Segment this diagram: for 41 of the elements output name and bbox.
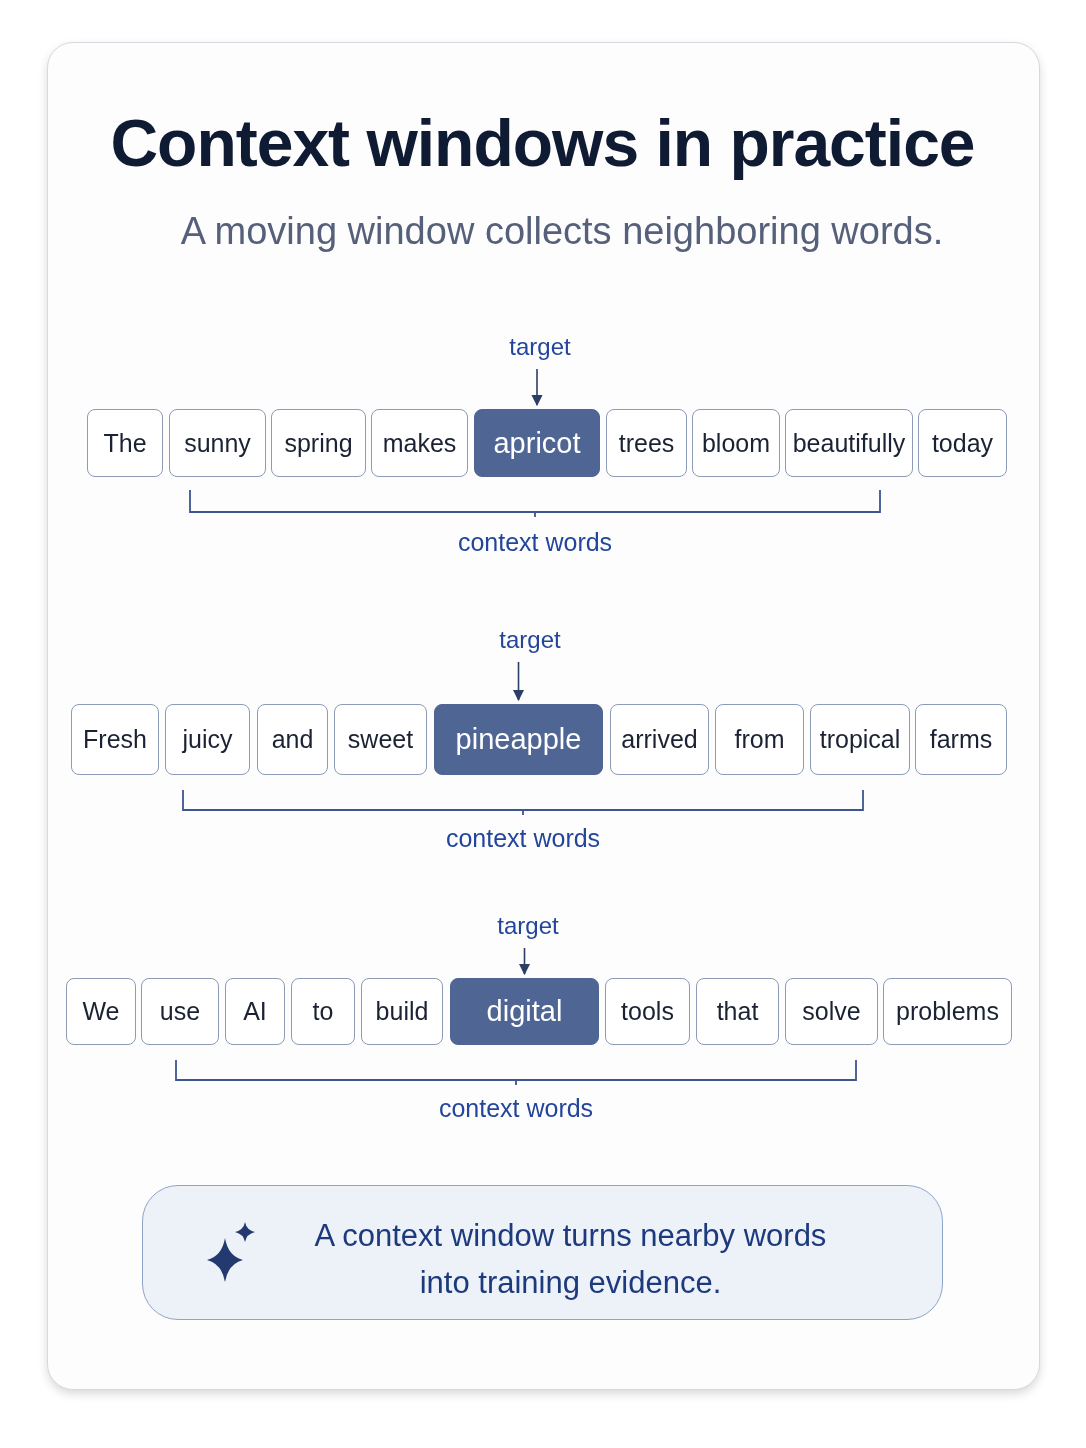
target-label: target — [468, 912, 588, 940]
word-box: sweet — [334, 704, 427, 775]
target-label: target — [480, 333, 600, 361]
word-box: tropical — [810, 704, 910, 775]
bracket-label: context words — [444, 824, 602, 853]
word-box: trees — [606, 409, 687, 477]
word-box: use — [141, 978, 219, 1045]
arrow — [518, 947, 531, 976]
word-box: Fresh — [71, 704, 159, 775]
word-box: beautifully — [785, 409, 913, 477]
word-box: today — [918, 409, 1007, 477]
word-box: tools — [605, 978, 690, 1045]
title: Context windows in practice — [109, 105, 976, 181]
word-box: and — [257, 704, 328, 775]
word-box: arrived — [610, 704, 709, 775]
arrow — [512, 661, 525, 702]
target-word-box: digital — [450, 978, 599, 1045]
word-box: We — [66, 978, 136, 1045]
arrow — [531, 368, 543, 407]
word-box: juicy — [165, 704, 250, 775]
word-box: to — [291, 978, 355, 1045]
word-box: spring — [271, 409, 366, 477]
note-text: A context window turns nearby words into training evidence. — [313, 1217, 828, 1302]
word-box: that — [696, 978, 779, 1045]
word-box: build — [361, 978, 443, 1045]
word-box: sunny — [169, 409, 266, 477]
target-word-box: pineapple — [434, 704, 603, 775]
word-box: bloom — [692, 409, 780, 477]
word-box: farms — [915, 704, 1007, 775]
note-panel — [142, 1185, 943, 1320]
bracket-label: context words — [437, 1094, 595, 1123]
word-box: from — [715, 704, 804, 775]
subtitle: A moving window collects neighboring words. — [179, 210, 945, 253]
word-box: solve — [785, 978, 878, 1045]
word-box: The — [87, 409, 163, 477]
target-label: target — [470, 626, 590, 654]
word-box: problems — [883, 978, 1012, 1045]
target-word-box: apricot — [474, 409, 600, 477]
bracket-label: context words — [456, 528, 614, 557]
word-box: AI — [225, 978, 285, 1045]
word-box: makes — [371, 409, 468, 477]
